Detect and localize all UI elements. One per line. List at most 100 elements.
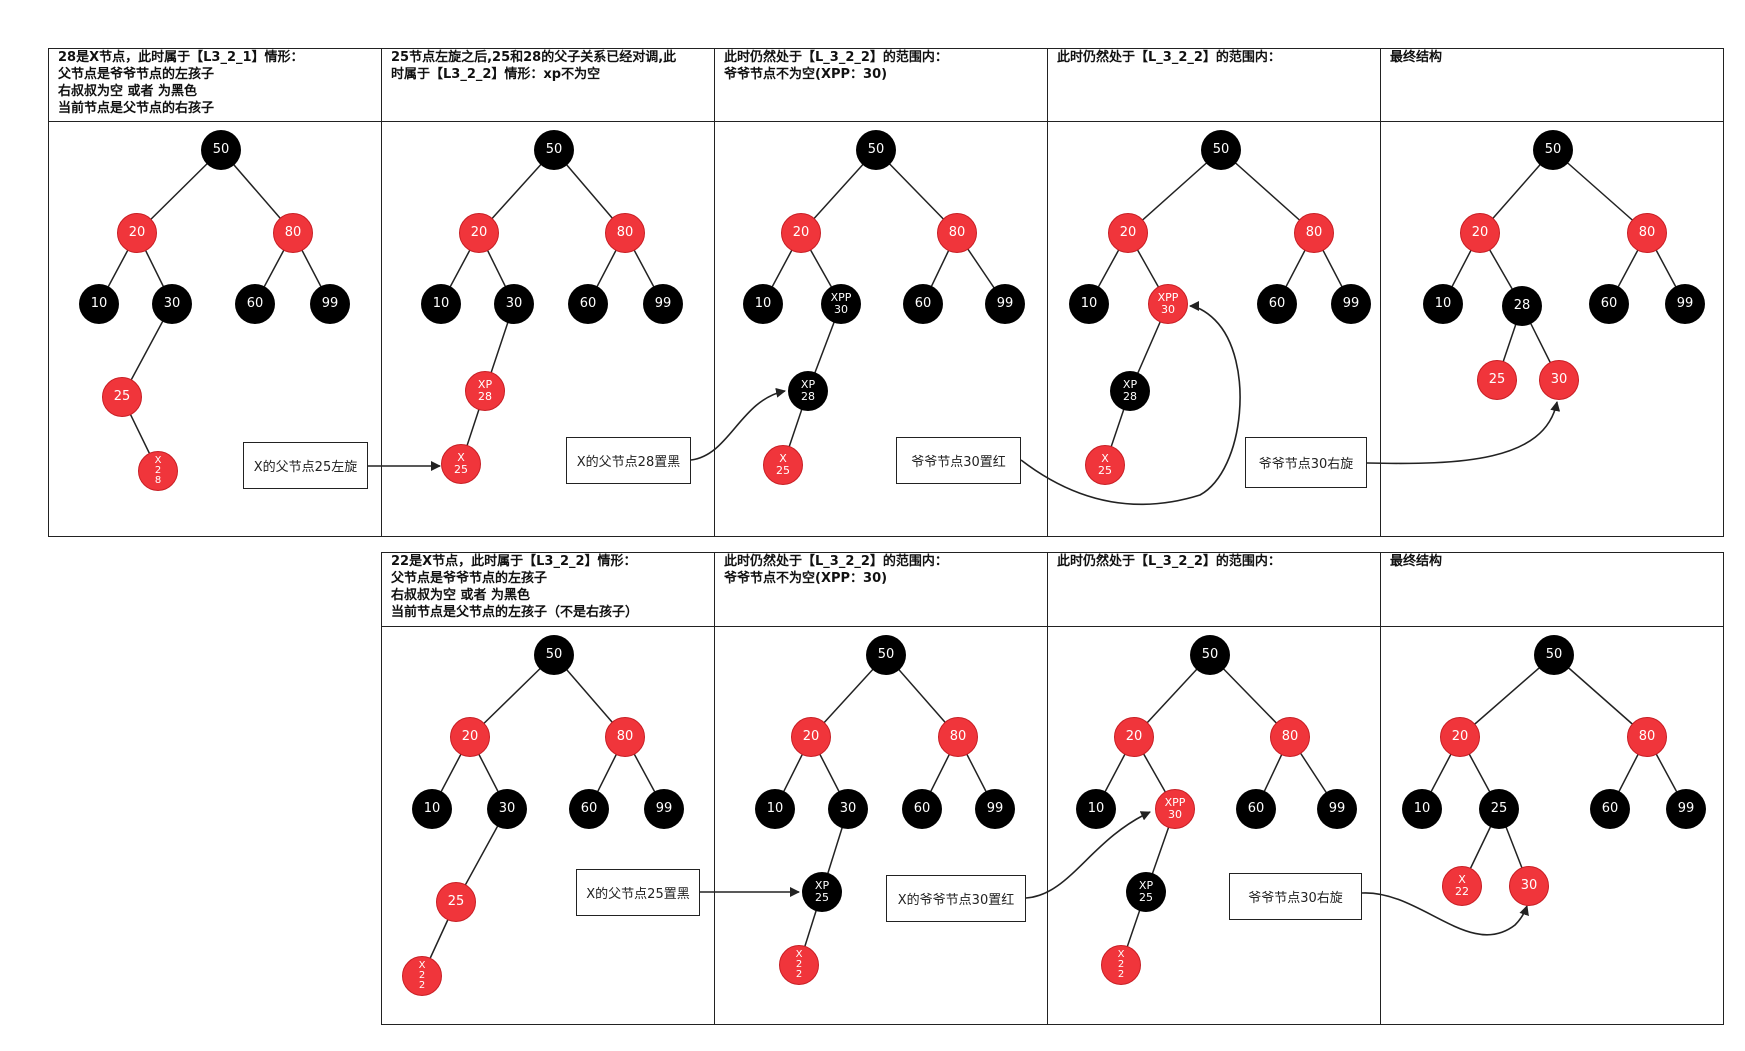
tree-5-node-30: 30 — [1539, 360, 1579, 400]
note-rotate-right-30-row2: 爷爷节点30右旋 — [1229, 873, 1362, 920]
tree-1-node-80: 80 — [273, 213, 313, 253]
tree-1-node-10: 10 — [79, 284, 119, 324]
note-set-red-30-grandparent: X的爷爷节点30置红 — [886, 875, 1026, 922]
tree-3-node-10: 10 — [743, 284, 783, 324]
tree-2-node-10: 10 — [421, 284, 461, 324]
tree-6-node-25: 25 — [436, 882, 476, 922]
tree-9-node-80: 80 — [1627, 717, 1667, 757]
note-rotate-right-30: 爷爷节点30右旋 — [1245, 437, 1367, 488]
row1-header-5: 最终结构 — [1390, 50, 1443, 65]
tree-1-node-50: 50 — [201, 130, 241, 170]
note-set-black-25: X的父节点25置黑 — [576, 869, 700, 916]
row2-panel-4 — [1380, 552, 1724, 1025]
tree-7-node-99: 99 — [975, 789, 1015, 829]
row2-header-4: 最终结构 — [1390, 554, 1443, 569]
arrow-set-red-30-grandparent — [1025, 811, 1151, 899]
tree-5-node-10: 10 — [1423, 284, 1463, 324]
tree-8-node-99: 99 — [1317, 789, 1357, 829]
tree-6-node-80: 80 — [605, 717, 645, 757]
tree-6-node-20: 20 — [450, 717, 490, 757]
tree-9-edge-50-20 — [1459, 654, 1555, 738]
row1-header-2: 25节点左旋之后,25和28的父子关系已经对调,此 时属于【L3_2_2】情形：… — [391, 50, 677, 82]
tree-7-node-10: 10 — [755, 789, 795, 829]
tree-6-node-60: 60 — [569, 789, 609, 829]
note-set-black-28: X的父节点28置黑 — [566, 437, 691, 484]
tree-1-node-30: 30 — [152, 284, 192, 324]
row2-header-1: 22是X节点，此时属于【L3_2_2】情形： 父节点是爷爷节点的左孩子 右叔叔为… — [391, 554, 639, 620]
tree-5-node-60: 60 — [1589, 284, 1629, 324]
row2-header-2: 此时仍然处于【L_3_2_2】的范围内： 爷爷节点不为空(XPP：30) — [724, 554, 948, 586]
tree-1-node-99: 99 — [310, 284, 350, 324]
arrow-set-red-30 — [1020, 301, 1241, 506]
tree-2-node-30: 30 — [494, 284, 534, 324]
tree-1-node-60: 60 — [235, 284, 275, 324]
arrow-set-black-28 — [690, 387, 786, 461]
tree-5-node-80: 80 — [1627, 213, 1667, 253]
note-set-red-30: 爷爷节点30置红 — [896, 437, 1021, 484]
tree-8-node-60: 60 — [1236, 789, 1276, 829]
tree-7-node-80: 80 — [938, 717, 978, 757]
tree-7-node-60: 60 — [902, 789, 942, 829]
tree-8-node-10: 10 — [1076, 789, 1116, 829]
tree-1-node-20: 20 — [117, 213, 157, 253]
row1-header-3: 此时仍然处于【L_3_2_2】的范围内： 爷爷节点不为空(XPP：30) — [724, 50, 948, 82]
tree-5-node-28: 28 — [1502, 286, 1542, 326]
tree-9-node-30: 30 — [1509, 866, 1549, 906]
tree-9-node-25: 25 — [1479, 789, 1519, 829]
tree-1-node-25: 25 — [102, 377, 142, 417]
tree-2-node-60: 60 — [568, 284, 608, 324]
tree-3-node-20: 20 — [781, 213, 821, 253]
tree-3-node-60: 60 — [903, 284, 943, 324]
tree-3-node-99: 99 — [985, 284, 1025, 324]
tree-3-node-50: 50 — [856, 130, 896, 170]
tree-6-node-10: 10 — [412, 789, 452, 829]
tree-6-node-99: 99 — [644, 789, 684, 829]
tree-4-node-99: 99 — [1331, 284, 1371, 324]
row1-header-divider — [48, 121, 1724, 122]
tree-6-node-50: 50 — [534, 635, 574, 675]
tree-7-node-30: 30 — [828, 789, 868, 829]
tree-2-node-20: 20 — [459, 213, 499, 253]
tree-7-node-50: 50 — [866, 635, 906, 675]
tree-4-node-50: 50 — [1201, 130, 1241, 170]
tree-4-node-20: 20 — [1108, 213, 1148, 253]
tree-9-node-60: 60 — [1590, 789, 1630, 829]
tree-5-node-99: 99 — [1665, 284, 1705, 324]
arrow-rotate-right-30 — [1366, 401, 1561, 465]
tree-6-node-30: 30 — [487, 789, 527, 829]
tree-4-node-10: 10 — [1069, 284, 1109, 324]
tree-2-node-80: 80 — [605, 213, 645, 253]
tree-8-node-20: 20 — [1114, 717, 1154, 757]
tree-2-node-50: 50 — [534, 130, 574, 170]
row1-header-4: 此时仍然处于【L_3_2_2】的范围内： — [1057, 50, 1281, 65]
tree-8-node-80: 80 — [1270, 717, 1310, 757]
tree-2-node-99: 99 — [643, 284, 683, 324]
tree-9-node-20: 20 — [1440, 717, 1480, 757]
tree-7-node-20: 20 — [791, 717, 831, 757]
tree-5-node-25: 25 — [1477, 360, 1517, 400]
row2-header-3: 此时仍然处于【L_3_2_2】的范围内： — [1057, 554, 1281, 569]
tree-5-node-20: 20 — [1460, 213, 1500, 253]
row2-header-divider — [381, 626, 1724, 627]
arrow-rotate-right-30-row2 — [1361, 892, 1529, 936]
note-rotate-left-25: X的父节点25左旋 — [243, 442, 368, 489]
tree-9-node-10: 10 — [1402, 789, 1442, 829]
tree-8-node-50: 50 — [1190, 635, 1230, 675]
